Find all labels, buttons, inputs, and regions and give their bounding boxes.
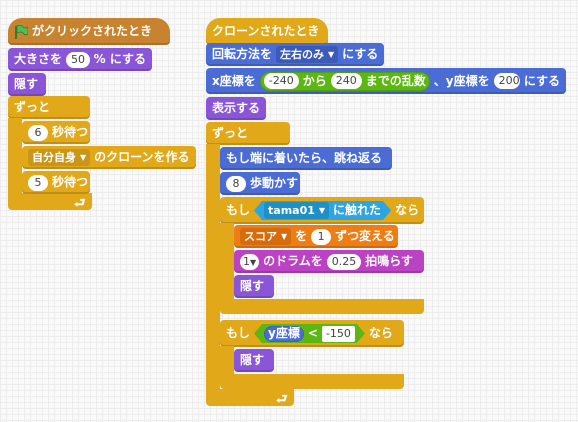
drum-label-2: 拍鳴らす xyxy=(365,254,414,268)
rotation-label-2: にする xyxy=(342,47,379,61)
compare-value-input[interactable]: -150 xyxy=(322,326,355,342)
change-label-2: ずつ変える xyxy=(335,229,395,243)
random-from-input[interactable]: -240 xyxy=(263,73,299,89)
clone-hat-label: クローンされたとき xyxy=(212,24,320,38)
when-flag-clicked-hat[interactable]: がクリックされたとき xyxy=(8,18,170,45)
drum-label: のドラムを xyxy=(263,254,323,268)
wait-block[interactable]: 6 秒待つ xyxy=(22,121,90,144)
play-drum-block[interactable]: 1▼ のドラムを 0.25 拍鳴らす xyxy=(234,250,424,273)
rotation-style-value: 左右のみ xyxy=(280,48,325,61)
if-then-label-2: なら xyxy=(368,326,393,340)
if-left-bar-2 xyxy=(220,346,234,375)
pick-random-reporter[interactable]: -240 から 240 までの乱数 xyxy=(259,71,430,91)
less-than-reporter[interactable]: y座標 < -150 xyxy=(254,324,365,343)
forever-left-bar xyxy=(8,118,22,194)
chevron-down-icon: ▼ xyxy=(281,232,288,241)
rotation-style-dropdown[interactable]: 左右のみ ▼ xyxy=(276,46,339,63)
y-position-label: y座標 xyxy=(268,326,300,340)
show-label: 表示する xyxy=(212,101,261,115)
touching-target-dropdown[interactable]: tama01 ▼ xyxy=(264,202,329,219)
variable-value: スコア xyxy=(244,230,277,243)
loop-arrow-icon: ⮐ xyxy=(74,196,86,211)
forever-label-2: ずっと xyxy=(212,126,249,140)
hat-label: がクリックされたとき xyxy=(32,24,153,38)
touching-reporter[interactable]: tama01 ▼ に触れた xyxy=(254,201,391,220)
forever-left-bar-2 xyxy=(206,144,220,390)
change-amount-input[interactable]: 1 xyxy=(311,228,332,245)
drum-dropdown[interactable]: 1▼ xyxy=(240,253,260,270)
forever-bottom-2 xyxy=(206,389,294,406)
hide-block-2[interactable]: 隠す xyxy=(234,275,274,298)
goto-end-label: にする xyxy=(523,73,560,88)
goto-y-label: 、y座標を xyxy=(433,73,490,88)
if-block[interactable]: もし tama01 ▼ に触れた なら xyxy=(220,197,424,224)
move-steps-input[interactable]: 8 xyxy=(226,175,246,192)
forever-bottom xyxy=(8,193,92,210)
bounce-label: もし端に着いたら、跳ね返る xyxy=(226,151,383,165)
create-clone-label: のクローンを作る xyxy=(94,150,190,164)
forever-block[interactable]: ずっと xyxy=(8,96,90,119)
goto-x-label: x座標を xyxy=(212,73,256,88)
create-clone-block[interactable]: 自分自身 ▼ のクローンを作る xyxy=(22,146,196,169)
random-to-label: までの乱数 xyxy=(365,73,426,88)
change-variable-block[interactable]: スコア ▼ を 1 ずつ変える xyxy=(234,225,398,248)
forever-label: ずっと xyxy=(14,100,51,114)
forever-block-2[interactable]: ずっと xyxy=(206,122,290,145)
hide-block[interactable]: 隠す xyxy=(8,73,46,96)
show-block[interactable]: 表示する xyxy=(206,97,266,120)
random-from-label: から xyxy=(302,73,327,88)
go-to-xy-block[interactable]: x座標を -240 から 240 までの乱数 、y座標を 200 にする xyxy=(206,68,566,94)
clone-target-dropdown[interactable]: 自分自身 ▼ xyxy=(28,149,91,166)
y-position-reporter[interactable]: y座標 xyxy=(264,326,304,342)
wait-label: 秒待つ xyxy=(52,125,89,139)
if-block-2[interactable]: もし y座標 < -150 なら xyxy=(220,320,404,347)
move-steps-label: 歩動かす xyxy=(250,176,299,190)
wait-block-2[interactable]: 5 秒待つ xyxy=(22,171,90,194)
green-flag-icon xyxy=(15,24,28,39)
wait-value-input-2[interactable]: 5 xyxy=(28,174,48,191)
if-label-2: もし xyxy=(226,326,251,340)
set-size-label-2: % にする xyxy=(93,52,146,66)
set-size-label: 大きさを xyxy=(14,52,63,66)
set-size-block[interactable]: 大きさを 50 % にする xyxy=(8,48,152,71)
hide-block-3[interactable]: 隠す xyxy=(234,349,274,372)
touching-target-value: tama01 xyxy=(268,204,315,217)
if-then-label: なら xyxy=(395,203,420,217)
clone-target-value: 自分自身 xyxy=(32,151,76,164)
chevron-down-icon: ▼ xyxy=(328,50,335,59)
chevron-down-icon: ▼ xyxy=(318,206,326,215)
wait-label-2: 秒待つ xyxy=(52,175,89,189)
if-bottom-2 xyxy=(220,374,404,389)
move-steps-block[interactable]: 8 歩動かす xyxy=(220,172,300,195)
goto-y-input[interactable]: 200 xyxy=(493,73,520,89)
chevron-down-icon: ▼ xyxy=(250,257,257,267)
set-rotation-style-block[interactable]: 回転方法を 左右のみ ▼ にする xyxy=(206,43,384,66)
change-label: を xyxy=(295,229,308,243)
hide-label-2: 隠す xyxy=(240,279,265,293)
size-value-input[interactable]: 50 xyxy=(66,51,90,68)
if-label: もし xyxy=(226,203,251,217)
touching-label: に触れた xyxy=(333,203,382,217)
drum-beats-input[interactable]: 0.25 xyxy=(326,253,362,270)
bounce-on-edge-block[interactable]: もし端に着いたら、跳ね返る xyxy=(220,147,392,170)
chevron-down-icon: ▼ xyxy=(80,153,87,162)
loop-arrow-icon: ⮐ xyxy=(276,392,288,407)
variable-dropdown[interactable]: スコア ▼ xyxy=(240,228,292,245)
hide-label-3: 隠す xyxy=(240,353,265,367)
random-to-input[interactable]: 240 xyxy=(330,73,362,89)
wait-value-input[interactable]: 6 xyxy=(28,124,48,141)
if-left-bar xyxy=(220,223,234,300)
rotation-label: 回転方法を xyxy=(212,47,273,61)
if-bottom xyxy=(220,299,424,314)
hide-label: 隠す xyxy=(14,77,39,91)
drum-value: 1 xyxy=(243,254,250,268)
when-clone-start-hat[interactable]: クローンされたとき xyxy=(206,18,328,45)
less-than-symbol: < xyxy=(307,326,318,340)
